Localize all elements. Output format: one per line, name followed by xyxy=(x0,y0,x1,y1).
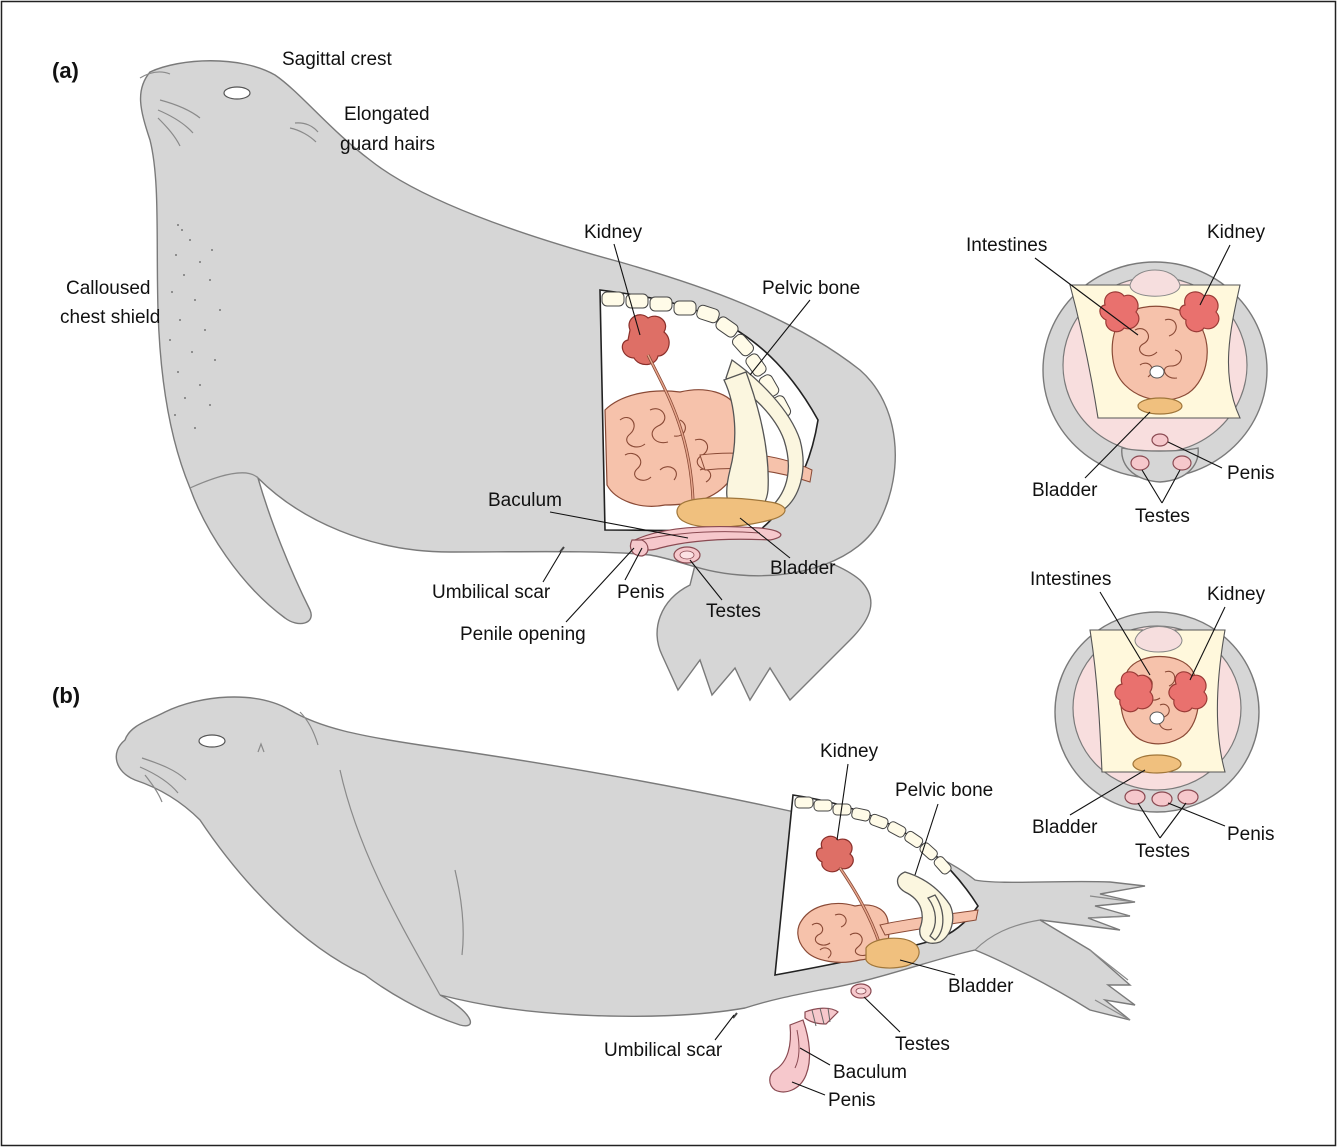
label-bladder-a-section: Bladder xyxy=(1032,480,1098,501)
label-baculum-a: Baculum xyxy=(488,490,562,511)
label-penis-a: Penis xyxy=(617,582,665,603)
label-bladder-b: Bladder xyxy=(948,976,1014,997)
label-bladder-b-section: Bladder xyxy=(1032,817,1098,838)
label-testes-a: Testes xyxy=(706,601,761,622)
label-testes-b: Testes xyxy=(895,1034,950,1055)
label-umbilical-scar-b: Umbilical scar xyxy=(604,1040,723,1061)
label-pelvic-bone-a: Pelvic bone xyxy=(762,278,860,299)
label-guard-hairs-2: guard hairs xyxy=(340,134,435,155)
label-penis-b: Penis xyxy=(828,1090,876,1111)
label-kidney-b-section: Kidney xyxy=(1207,584,1266,605)
seal-a-eye xyxy=(224,87,250,99)
label-kidney-a: Kidney xyxy=(584,222,643,243)
section-a-testis-right xyxy=(1173,456,1191,470)
seal-b-kidney xyxy=(816,836,853,871)
label-intestines-a-section: Intestines xyxy=(966,235,1047,256)
label-kidney-a-section: Kidney xyxy=(1207,222,1266,243)
label-penile-opening: Penile opening xyxy=(460,624,586,645)
label-umbilical-scar-a: Umbilical scar xyxy=(432,582,551,603)
label-bladder-a: Bladder xyxy=(770,558,836,579)
section-a-penis xyxy=(1152,434,1168,446)
label-sagittal-crest: Sagittal crest xyxy=(282,49,393,70)
label-pelvic-bone-b: Pelvic bone xyxy=(895,780,993,801)
label-testes-a-section: Testes xyxy=(1135,506,1190,527)
seal-b-eye xyxy=(199,735,225,747)
label-intestines-b-section: Intestines xyxy=(1030,569,1111,590)
panel-label-b: (b) xyxy=(52,683,80,708)
section-a-bladder xyxy=(1138,398,1182,414)
section-b-bladder xyxy=(1133,755,1181,773)
label-penis-b-section: Penis xyxy=(1227,824,1275,845)
label-baculum-b: Baculum xyxy=(833,1062,907,1083)
section-b-testis-right xyxy=(1178,790,1198,804)
panel-label-a: (a) xyxy=(52,58,79,83)
label-penis-a-section: Penis xyxy=(1227,463,1275,484)
label-chest-shield-2: chest shield xyxy=(60,307,160,328)
label-guard-hairs-1: Elongated xyxy=(344,104,430,125)
label-chest-shield-1: Calloused xyxy=(66,278,151,299)
section-a-testis-left xyxy=(1131,456,1149,470)
label-kidney-b: Kidney xyxy=(820,741,879,762)
label-testes-b-section: Testes xyxy=(1135,841,1190,862)
section-b-testis-left xyxy=(1125,790,1145,804)
